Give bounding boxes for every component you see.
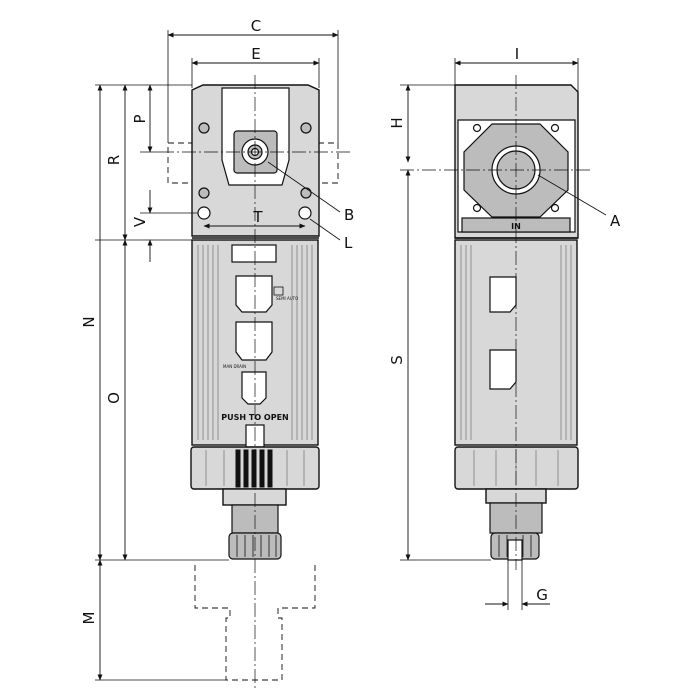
- side-window: [489, 276, 517, 313]
- bowl-removal-outline: [194, 565, 316, 681]
- dim-label-R: R: [105, 155, 123, 165]
- screw-icon: [472, 203, 482, 213]
- leader-A: [537, 174, 607, 216]
- leader-L: [309, 218, 341, 241]
- collar-black-ribs: [235, 449, 273, 488]
- dim-label-M: M: [80, 612, 98, 625]
- side-view: IN: [400, 75, 590, 570]
- dim-label-H: H: [388, 117, 406, 128]
- drain-neck: [222, 488, 287, 506]
- front-view: SEMI AUTO MAN DRAIN PUSH TO OPEN: [160, 75, 350, 690]
- callout-B: B: [344, 206, 354, 224]
- screw-icon: [300, 187, 312, 199]
- bowl-ribs: [197, 245, 313, 440]
- dim-label-O: O: [105, 392, 123, 404]
- side-collar: [454, 446, 579, 490]
- sight-window: [235, 275, 273, 313]
- dim-label-S: S: [388, 355, 406, 365]
- callout-A: A: [610, 212, 621, 230]
- drain-mode-label-box: [273, 286, 284, 296]
- front-dimensions: C E T P R V N O M B: [80, 17, 354, 681]
- dim-label-P: P: [131, 114, 149, 123]
- callout-L: L: [344, 234, 353, 252]
- screw-icon: [198, 122, 210, 134]
- leader-B: [267, 161, 341, 213]
- screw-icon: [198, 187, 210, 199]
- side-window: [489, 349, 517, 390]
- side-knob-ribs: [498, 535, 532, 557]
- screw-icon: [550, 203, 560, 213]
- dim-label-I: I: [515, 45, 519, 63]
- dim-label-N: N: [80, 316, 98, 327]
- sight-window-top: [231, 244, 277, 263]
- drain-knob-ribs: [236, 535, 277, 557]
- screw-icon: [472, 123, 482, 133]
- dim-label-E: E: [251, 45, 260, 63]
- drain-mode-text: MAN DRAIN: [223, 364, 246, 369]
- dim-label-C: C: [251, 17, 261, 35]
- screw-icon: [300, 122, 312, 134]
- side-dimensions: I H S G A: [388, 45, 621, 610]
- mounting-hole: [298, 206, 312, 220]
- sight-window: [241, 371, 267, 405]
- dim-label-T: T: [252, 208, 263, 226]
- screw-icon: [550, 123, 560, 133]
- drain-outlet: [507, 539, 523, 561]
- mounting-hole: [197, 206, 211, 220]
- dim-label-V: V: [131, 216, 149, 227]
- collar-ribs: [205, 450, 305, 486]
- sight-window: [235, 321, 273, 361]
- dim-label-G: G: [536, 586, 548, 604]
- drain-mode-text: SEMI AUTO: [276, 296, 298, 301]
- inlet-label: IN: [511, 222, 521, 231]
- side-bowl-ribs: [460, 245, 572, 440]
